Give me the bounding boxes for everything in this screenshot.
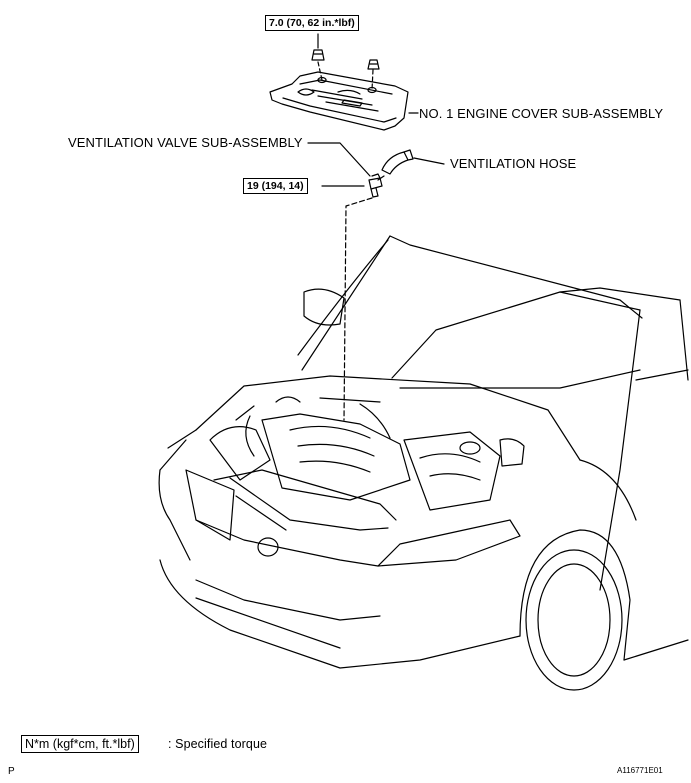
engine-cover-label: NO. 1 ENGINE COVER SUB-ASSEMBLY [419, 106, 664, 121]
car-outline [158, 235, 689, 691]
ventilation-valve [368, 173, 383, 198]
cover-nut-torque-spec: 7.0 (70, 62 in.*lbf) [265, 15, 359, 31]
torque-unit-legend-box: N*m (kgf*cm, ft.*lbf) [21, 735, 139, 753]
torque-legend-description: : Specified torque [168, 737, 268, 751]
cover-nut-left [311, 49, 325, 61]
ventilation-hose [377, 149, 414, 181]
engine-cover [269, 71, 409, 131]
ventilation-hose-label: VENTILATION HOSE [450, 156, 577, 171]
page-mark: P [8, 766, 15, 777]
ventilation-valve-torque-spec: 19 (194, 14) [243, 178, 308, 194]
figure-code: A116771E01 [617, 766, 663, 775]
ventilation-valve-label: VENTILATION VALVE SUB-ASSEMBLY [68, 135, 303, 150]
cover-nut-right [367, 59, 380, 70]
